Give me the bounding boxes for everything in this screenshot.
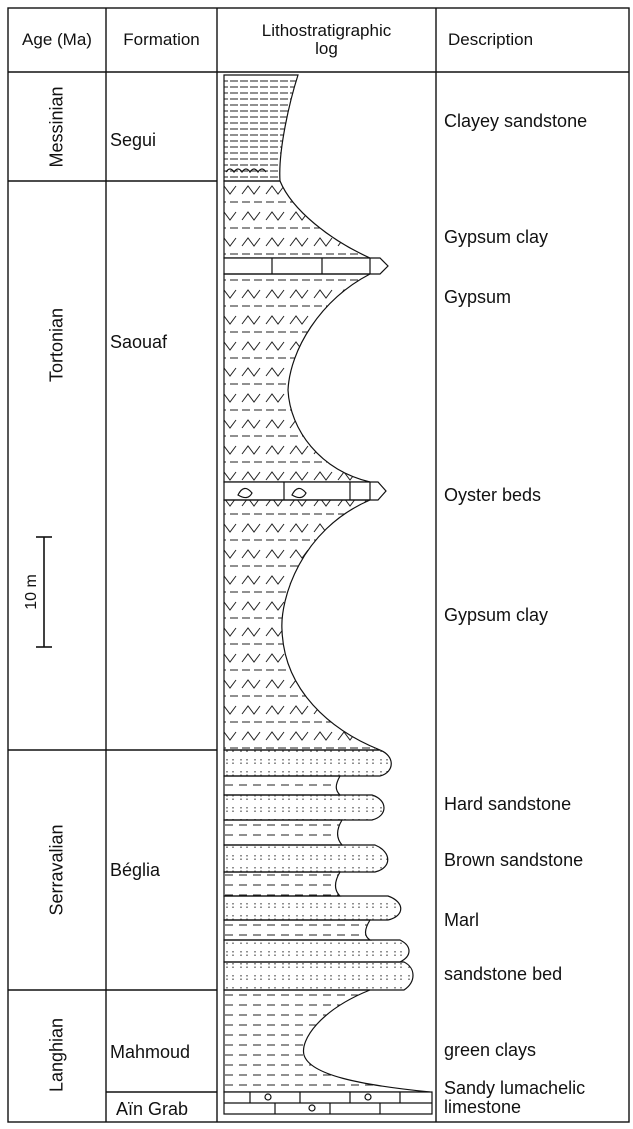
age-serravalian: Serravalian	[47, 824, 68, 915]
desc-sandy-lumachelic: Sandy lumachelic	[444, 1078, 585, 1099]
mahmoud-clays	[224, 990, 430, 1092]
beglia-sandstone-3	[224, 845, 388, 872]
beglia-marl-4	[224, 920, 370, 940]
formation-mahmoud: Mahmoud	[110, 1042, 190, 1063]
formation-beglia: Béglia	[110, 860, 160, 881]
desc-clayey-sandstone: Clayey sandstone	[444, 111, 587, 132]
desc-oyster-beds: Oyster beds	[444, 485, 541, 506]
segui-unit	[224, 75, 298, 181]
gypsum-bed	[224, 258, 388, 274]
age-langhian: Langhian	[47, 1018, 68, 1092]
age-messinian: Messinian	[47, 86, 68, 167]
gypsum-clay-upper	[224, 181, 370, 258]
age-tortonian: Tortonian	[47, 308, 68, 382]
desc-hard-sandstone: Hard sandstone	[444, 794, 571, 815]
desc-sandstone-bed: sandstone bed	[444, 964, 562, 985]
beglia-sandstone-2	[224, 795, 384, 820]
lithostratigraphic-log	[224, 75, 432, 1114]
formation-saouaf: Saouaf	[110, 332, 167, 353]
header-log-line2: log	[315, 40, 338, 58]
gypsum-section	[224, 274, 370, 482]
beglia-sandstone-5	[224, 940, 409, 962]
scale-bar-label: 10 m	[23, 574, 41, 610]
beglia-marl-1	[224, 776, 340, 795]
desc-limestone: limestone	[444, 1097, 521, 1118]
header-log-line1: Lithostratigraphic	[262, 22, 391, 40]
desc-brown-sandstone: Brown sandstone	[444, 850, 583, 871]
desc-gypsum-clay-lower: Gypsum clay	[444, 605, 548, 626]
formation-ain-grab: Aïn Grab	[116, 1099, 188, 1120]
beglia-sandstone-4	[224, 896, 401, 920]
desc-marl: Marl	[444, 910, 479, 931]
beglia-marl-3	[224, 872, 340, 896]
header-description: Description	[436, 8, 629, 72]
desc-green-clays: green clays	[444, 1040, 536, 1061]
header-formation: Formation	[106, 8, 217, 72]
beglia-sandstone-1	[224, 750, 391, 776]
gypsum-clay-lower	[224, 500, 380, 750]
beglia-sandstone-6	[224, 962, 413, 990]
desc-gypsum: Gypsum	[444, 287, 511, 308]
formation-segui: Segui	[110, 130, 156, 151]
header-log: Lithostratigraphic log	[217, 8, 436, 72]
desc-gypsum-clay-upper: Gypsum clay	[444, 227, 548, 248]
beglia-marl-2	[224, 820, 342, 845]
header-age: Age (Ma)	[8, 8, 106, 72]
